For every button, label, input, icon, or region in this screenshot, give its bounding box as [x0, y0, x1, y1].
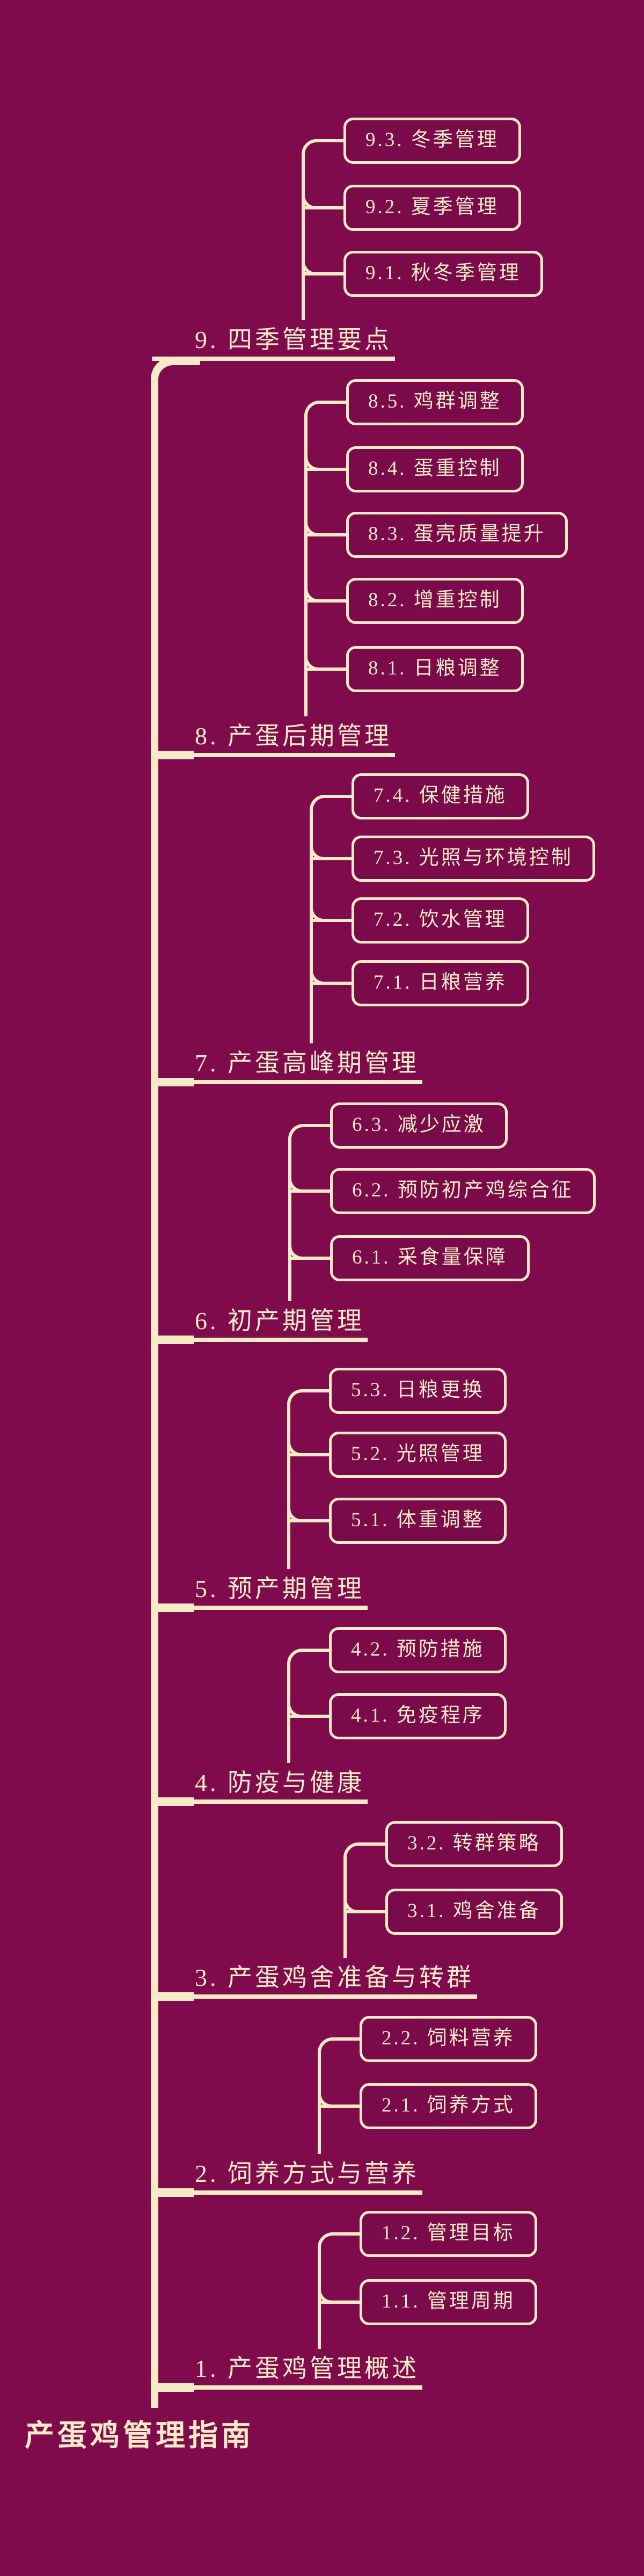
branch-node[interactable]: 9. 四季管理要点	[152, 326, 395, 361]
connector-line	[356, 1842, 385, 1846]
connector-line	[287, 1453, 329, 1456]
connector-elbow	[287, 1389, 302, 1406]
leaf-node[interactable]: 1.1. 管理周期	[360, 2279, 537, 2325]
leaf-node[interactable]: 1.2. 管理目标	[360, 2211, 537, 2257]
trunk-top-elbow	[151, 357, 200, 395]
branch-node[interactable]: 1. 产蛋鸡管理概述	[152, 2355, 422, 2390]
leaf-node[interactable]: 9.3. 冬季管理	[343, 118, 521, 164]
leaf-node[interactable]: 5.1. 体重调整	[329, 1498, 507, 1544]
connector-elbow	[302, 139, 317, 156]
connector-line	[343, 1910, 385, 1913]
connector-line	[302, 206, 343, 209]
leaf-node[interactable]: 8.4. 蛋重控制	[346, 446, 524, 492]
connector-line	[287, 1715, 329, 1718]
branch-node[interactable]: 6. 初产期管理	[152, 1308, 368, 1342]
connector-line	[331, 2232, 360, 2236]
sub-trunk-line	[287, 1404, 290, 1569]
sub-trunk-line	[318, 2052, 321, 2154]
leaf-node[interactable]: 6.2. 预防初产鸡综合征	[330, 1168, 596, 1214]
leaf-node[interactable]: 7.3. 光照与环境控制	[352, 836, 595, 882]
connector-line	[314, 139, 343, 142]
connector-line	[323, 795, 352, 798]
leaf-node[interactable]: 6.3. 减少应激	[330, 1102, 508, 1149]
connector-line	[302, 272, 343, 275]
leaf-node[interactable]: 9.1. 秋冬季管理	[343, 251, 543, 297]
leaf-node[interactable]: 5.2. 光照管理	[329, 1432, 507, 1478]
root-node[interactable]: 产蛋鸡管理指南	[25, 2419, 254, 2452]
connector-elbow	[304, 401, 319, 418]
connector-elbow	[310, 795, 325, 812]
sub-trunk-line	[288, 1138, 291, 1301]
sub-trunk-line	[287, 1663, 290, 1763]
connector-line	[318, 2105, 360, 2108]
connector-line	[300, 1649, 329, 1652]
sub-trunk-line	[318, 2247, 321, 2349]
connector-elbow	[343, 1842, 358, 1860]
connector-elbow	[318, 2232, 333, 2250]
connector-elbow	[288, 1124, 303, 1141]
leaf-node[interactable]: 7.4. 保健措施	[352, 773, 529, 819]
leaf-node[interactable]: 8.1. 日粮调整	[346, 646, 524, 692]
leaf-node[interactable]: 8.3. 蛋壳质量提升	[346, 512, 568, 558]
connector-line	[287, 1519, 329, 1522]
branch-node[interactable]: 7. 产蛋高峰期管理	[152, 1050, 422, 1084]
leaf-node[interactable]: 5.3. 日粮更换	[329, 1368, 507, 1414]
connector-elbow	[287, 1649, 302, 1666]
leaf-node[interactable]: 3.2. 转群策略	[385, 1821, 563, 1867]
connector-line	[310, 857, 352, 860]
leaf-node[interactable]: 7.1. 日粮营养	[352, 960, 529, 1006]
connector-line	[310, 982, 352, 985]
leaf-node[interactable]: 8.2. 增重控制	[346, 578, 524, 624]
branch-node[interactable]: 5. 预产期管理	[152, 1576, 368, 1610]
connector-line	[300, 1389, 329, 1392]
branch-node[interactable]: 4. 防疫与健康	[152, 1769, 368, 1804]
sub-trunk-line	[310, 809, 313, 1043]
leaf-node[interactable]: 9.2. 夏季管理	[343, 185, 521, 231]
connector-line	[304, 468, 346, 471]
sub-trunk-line	[302, 154, 305, 320]
sub-trunk-line	[304, 415, 308, 716]
leaf-node[interactable]: 3.1. 鸡舍准备	[385, 1889, 563, 1935]
connector-line	[318, 2301, 360, 2304]
leaf-node[interactable]: 8.5. 鸡群调整	[346, 379, 524, 425]
connector-line	[304, 667, 346, 671]
connector-line	[301, 1124, 330, 1127]
leaf-node[interactable]: 6.1. 采食量保障	[330, 1235, 530, 1281]
leaf-node[interactable]: 2.2. 饲料营养	[360, 2016, 537, 2062]
connector-elbow	[318, 2037, 333, 2055]
connector-line	[310, 919, 352, 922]
leaf-node[interactable]: 2.1. 饲养方式	[360, 2083, 537, 2129]
leaf-node[interactable]: 4.1. 免疫程序	[329, 1693, 507, 1739]
connector-line	[304, 533, 346, 536]
connector-line	[331, 2037, 360, 2041]
connector-line	[317, 401, 346, 404]
leaf-node[interactable]: 7.2. 饮水管理	[352, 897, 529, 944]
trunk-line	[151, 392, 158, 2408]
connector-line	[288, 1257, 330, 1260]
sub-trunk-line	[343, 1857, 347, 1958]
branch-node[interactable]: 3. 产蛋鸡舍准备与转群	[152, 1964, 477, 1999]
connector-line	[288, 1189, 330, 1193]
branch-node[interactable]: 8. 产蛋后期管理	[152, 723, 395, 757]
branch-node[interactable]: 2. 饲养方式与营养	[152, 2160, 422, 2195]
connector-line	[304, 599, 346, 603]
leaf-node[interactable]: 4.2. 预防措施	[329, 1627, 507, 1673]
